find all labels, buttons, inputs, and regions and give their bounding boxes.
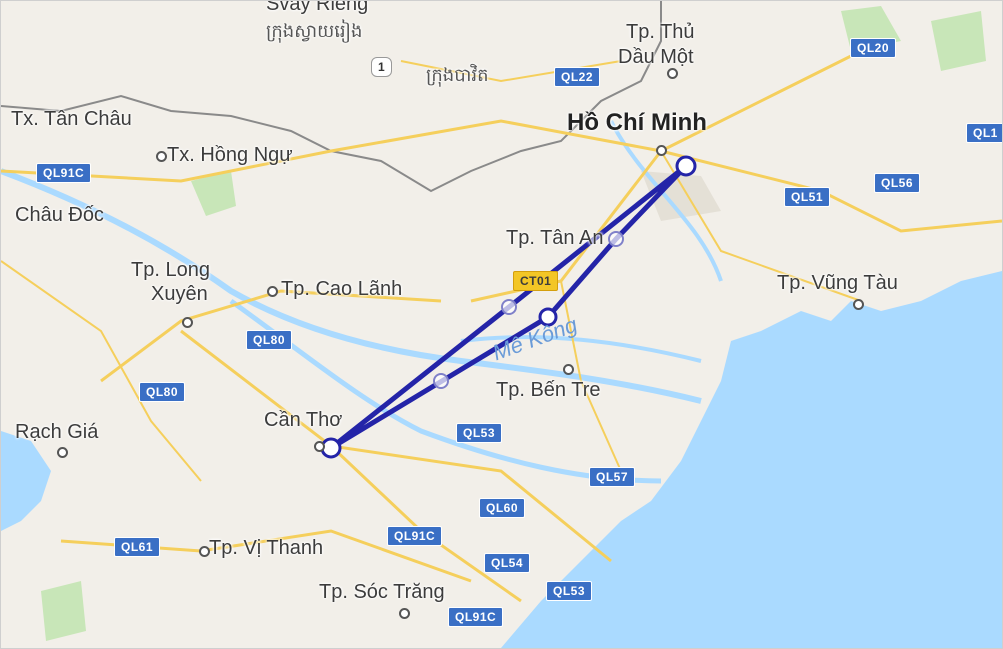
route-waypoint-mid[interactable] bbox=[538, 307, 558, 327]
river bbox=[229, 298, 662, 484]
place-label-chau-doc: Châu Đốc bbox=[15, 204, 104, 226]
highway-shield-ql91c: QL91C bbox=[448, 607, 504, 627]
highway-shield-ql1: QL1 bbox=[966, 123, 1002, 143]
highway-shield-ql51: QL51 bbox=[784, 187, 831, 207]
highway-shield-ql80: QL80 bbox=[139, 382, 186, 402]
route-via-point[interactable] bbox=[433, 373, 449, 389]
place-label-soc-trang: Tp. Sóc Trăng bbox=[319, 581, 445, 603]
place-label-thu-dau-mot-2: Dầu Một bbox=[618, 46, 694, 68]
highway-shield-ql91c: QL91C bbox=[36, 163, 92, 183]
city-dot bbox=[182, 317, 193, 328]
highway-shield-ql91c: QL91C bbox=[387, 526, 443, 546]
country-border bbox=[1, 1, 662, 193]
city-dot bbox=[267, 286, 278, 297]
place-label-khmer-1: ក្រុងស្វាយរៀង bbox=[266, 21, 363, 41]
city-dot bbox=[563, 364, 574, 375]
highway-shield-ql61: QL61 bbox=[114, 537, 161, 557]
place-label-long-xuyen-1: Tp. Long bbox=[131, 259, 210, 281]
highway-shield-route-1: 1 bbox=[371, 57, 393, 77]
place-label-tan-an: Tp. Tân An bbox=[506, 227, 604, 249]
highway-shield-ql22: QL22 bbox=[554, 67, 601, 87]
city-dot bbox=[853, 299, 864, 310]
city-dot bbox=[57, 447, 68, 458]
highway-shield-ct01: CT01 bbox=[513, 271, 559, 291]
green-area bbox=[191, 171, 236, 216]
city-dot bbox=[156, 151, 167, 162]
green-area bbox=[41, 581, 86, 641]
river bbox=[1, 168, 702, 404]
city-dot bbox=[667, 68, 678, 79]
highway-shield-ql56: QL56 bbox=[874, 173, 921, 193]
route-waypoint-start[interactable] bbox=[675, 155, 697, 177]
route-line bbox=[329, 163, 689, 451]
place-label-long-xuyen-2: Xuyên bbox=[151, 283, 208, 305]
place-label-hong-ngu: Tx. Hồng Ngự bbox=[167, 144, 293, 166]
place-label-thu-dau-mot-1: Tp. Thủ bbox=[626, 21, 695, 43]
highway-shield-ql80: QL80 bbox=[246, 330, 293, 350]
route-via-point[interactable] bbox=[608, 231, 624, 247]
sea bbox=[501, 271, 1002, 648]
city-dot bbox=[314, 441, 325, 452]
gulf-water bbox=[1, 431, 51, 531]
highway-shield-ql53: QL53 bbox=[546, 581, 593, 601]
green-area bbox=[931, 11, 986, 71]
place-label-ben-tre: Tp. Bến Tre bbox=[496, 379, 601, 401]
river bbox=[609, 120, 723, 282]
highway-shield-ql20: QL20 bbox=[850, 38, 897, 58]
place-label-svay-rieng: Svay Rieng bbox=[266, 0, 369, 15]
highway-shield-ql53: QL53 bbox=[456, 423, 503, 443]
route-via-point[interactable] bbox=[501, 299, 517, 315]
place-label-ho-chi-minh: Hồ Chí Minh bbox=[567, 109, 707, 136]
highway-shield-ql57: QL57 bbox=[589, 467, 636, 487]
city-dot bbox=[399, 608, 410, 619]
place-label-can-tho: Cần Thơ bbox=[264, 409, 343, 431]
highway-shield-ql54: QL54 bbox=[484, 553, 531, 573]
place-label-vung-tau: Tp. Vũng Tàu bbox=[777, 272, 898, 294]
place-label-rach-gia: Rạch Giá bbox=[15, 421, 99, 443]
city-dot bbox=[656, 145, 667, 156]
place-label-vi-thanh: Tp. Vị Thanh bbox=[209, 537, 324, 559]
river bbox=[460, 335, 702, 363]
place-label-tan-chau: Tx. Tân Châu bbox=[11, 108, 132, 130]
city-dot bbox=[199, 546, 210, 557]
place-label-khmer-2: ក្រុងបាវិត bbox=[426, 65, 489, 85]
highway-shield-ql60: QL60 bbox=[479, 498, 526, 518]
place-label-cao-lanh: Tp. Cao Lãnh bbox=[281, 278, 403, 300]
